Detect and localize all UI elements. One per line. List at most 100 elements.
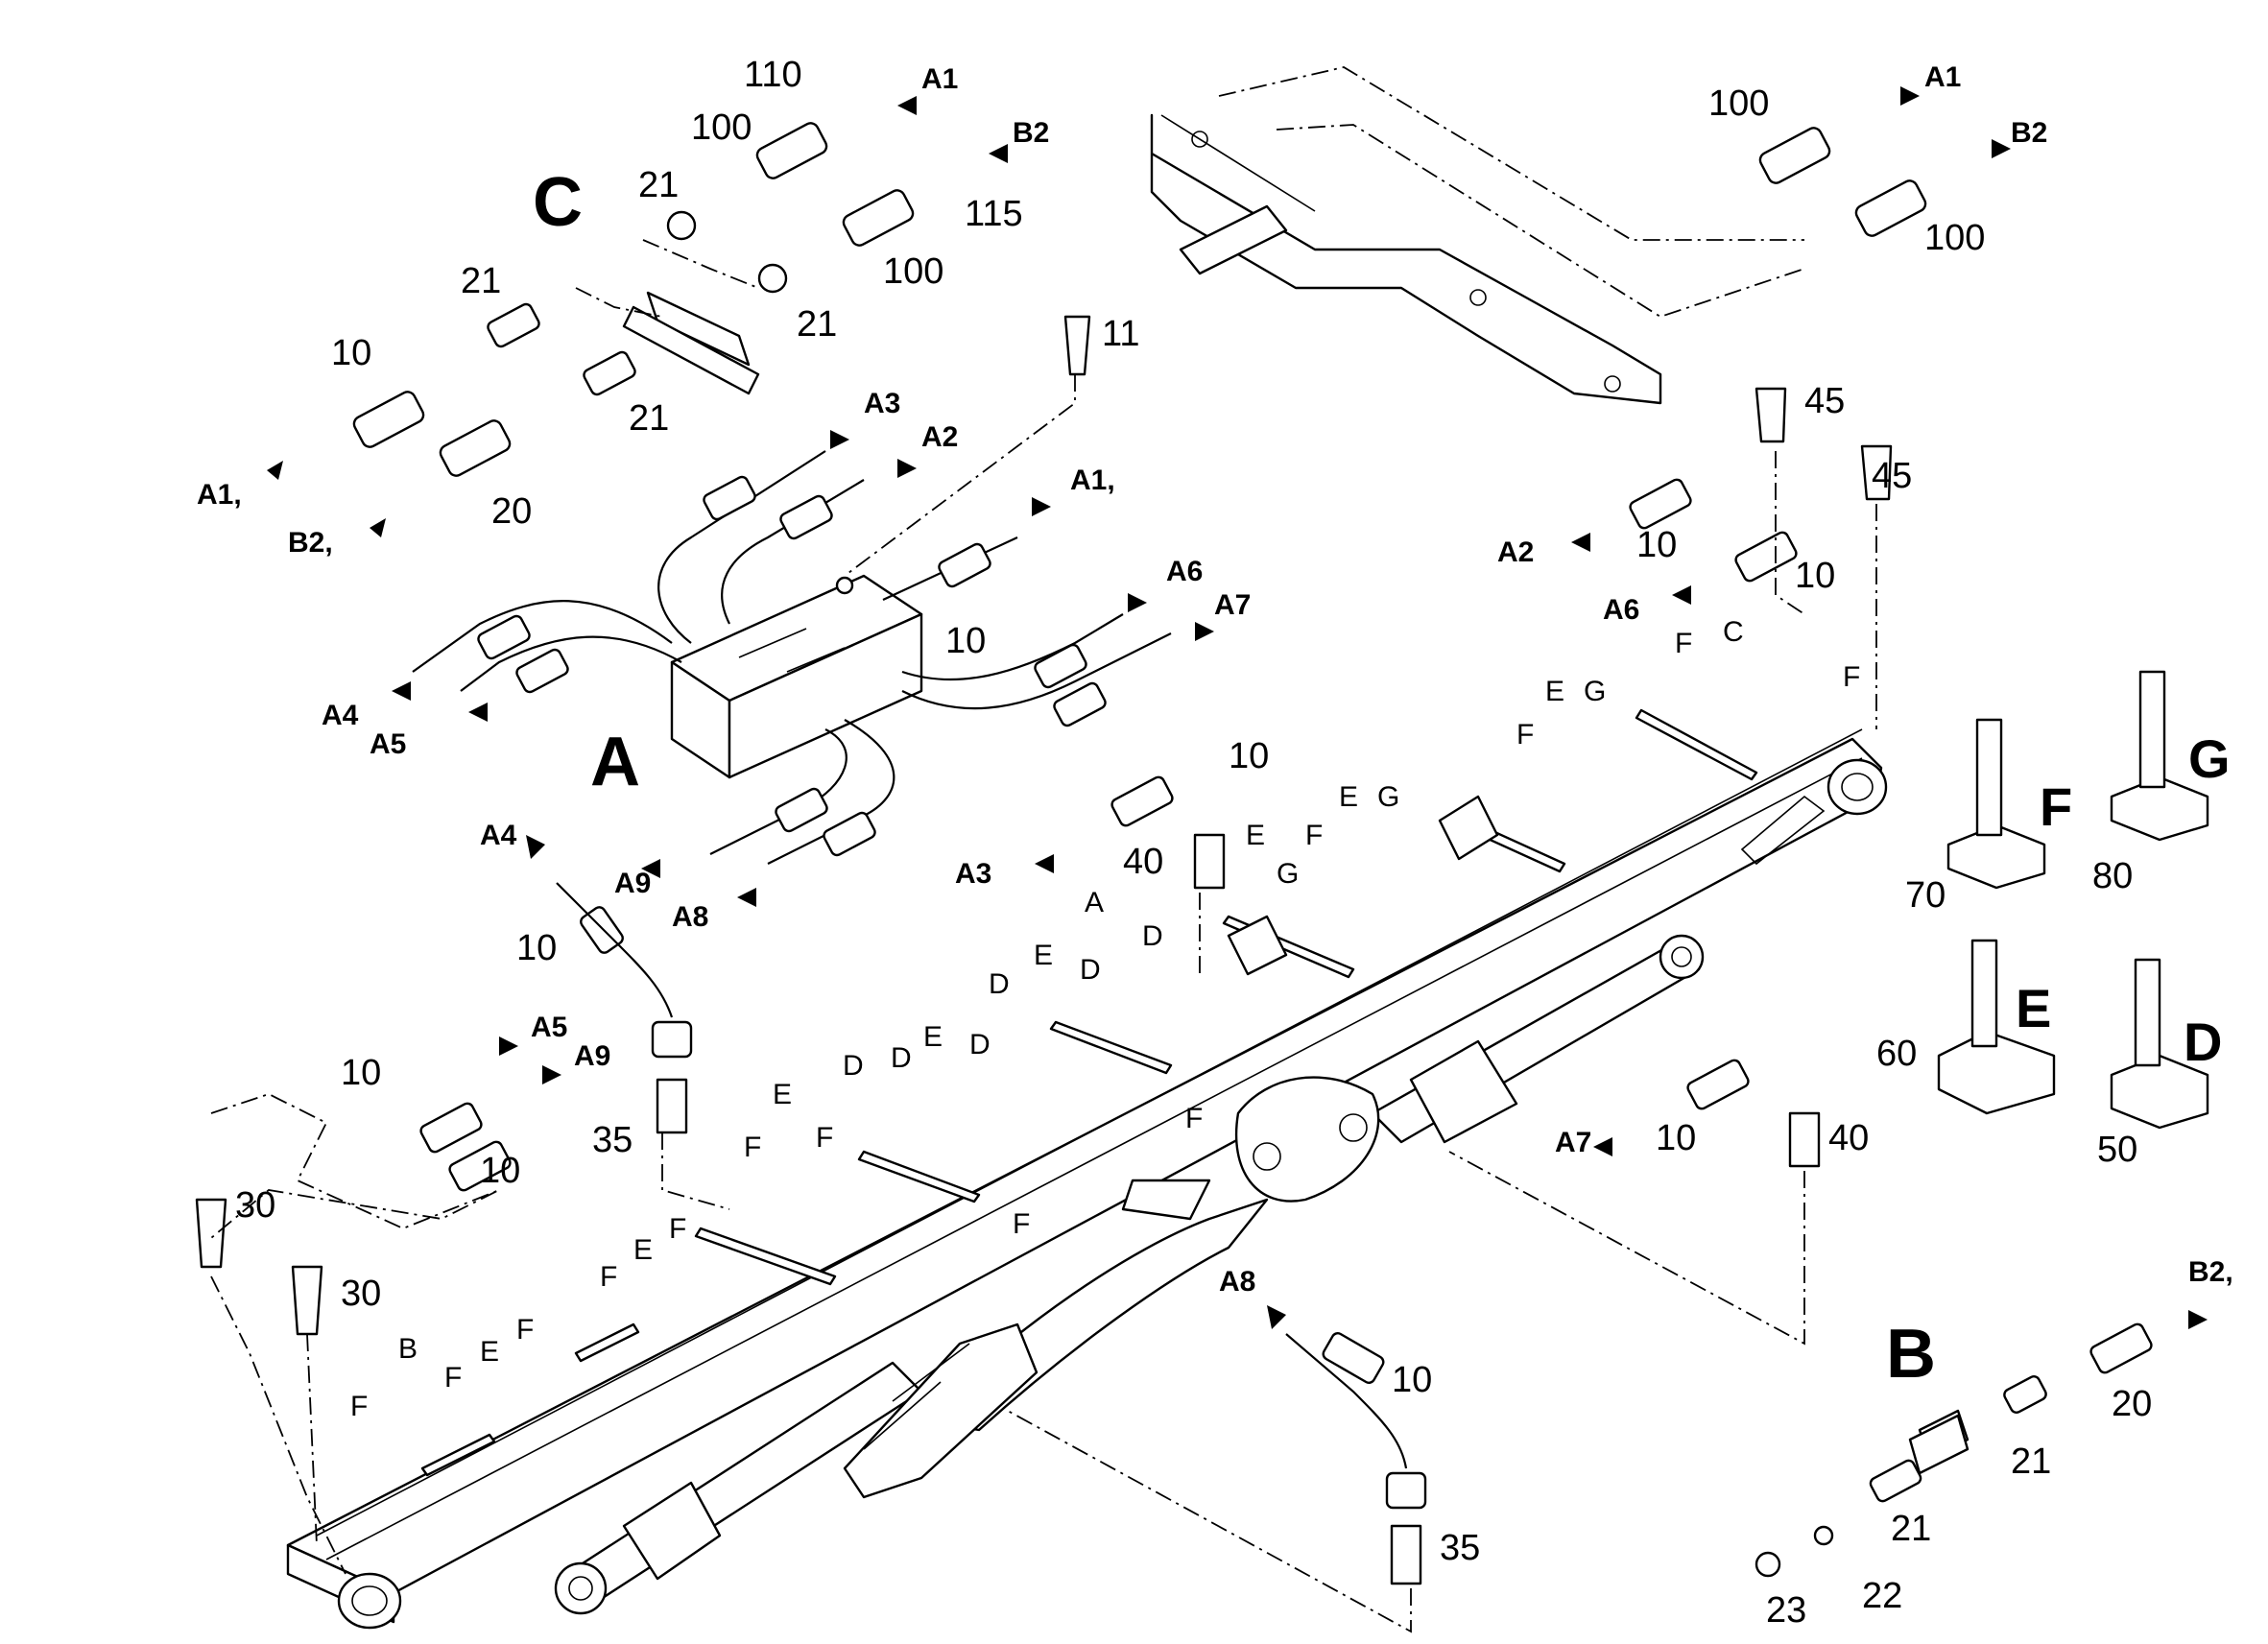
boom-marker: A — [1085, 887, 1104, 918]
boom-marker: D — [969, 1029, 991, 1060]
clamp-number-50: 50 — [2097, 1130, 2137, 1170]
boom-marker: F — [350, 1391, 368, 1422]
part-number: 21 — [797, 304, 837, 345]
port-label: A1, — [1070, 465, 1115, 496]
boom-marker: G — [1377, 781, 1399, 813]
boom-marker: E — [1246, 820, 1265, 851]
port-label: A9 — [614, 868, 651, 899]
port-label: A3 — [864, 388, 900, 419]
part-number: 35 — [1440, 1528, 1480, 1568]
part-number: 10 — [480, 1151, 520, 1191]
port-label: B2, — [2188, 1256, 2233, 1288]
part-number: 21 — [2011, 1441, 2051, 1482]
port-label: A6 — [1166, 556, 1203, 587]
clamp-letter-g: G — [2188, 728, 2231, 789]
port-label: A7 — [1214, 589, 1251, 621]
clamp-details — [1937, 670, 2209, 1130]
port-label: A8 — [672, 901, 708, 933]
part-number: 100 — [883, 251, 943, 292]
boom-marker: D — [1080, 954, 1101, 986]
part-number: 100 — [691, 107, 752, 148]
part-number: 45 — [1872, 456, 1912, 496]
valve-block-a — [670, 574, 923, 779]
port-label: B2 — [1013, 117, 1049, 149]
boom-marker: F — [444, 1362, 462, 1394]
part-number: 21 — [1891, 1509, 1931, 1549]
part-number: 40 — [1123, 842, 1163, 882]
view-label-c: C — [533, 164, 583, 241]
port-label-group: A1 B2 A1, B2, A1 B2 A3 A2 A1, A6 A7 A4 A… — [197, 61, 2233, 1298]
part-number: 100 — [1924, 218, 1985, 258]
port-label: A6 — [1603, 594, 1639, 626]
boom-marker: F — [1516, 719, 1534, 751]
view-label-a: A — [590, 724, 640, 800]
part-number: 20 — [491, 491, 532, 532]
port-label: A1 — [1924, 61, 1961, 93]
hydraulic-cylinder-lower — [554, 1322, 1039, 1615]
part-number: 110 — [744, 55, 802, 95]
boom-marker: D — [843, 1050, 864, 1082]
boom-marker: E — [1034, 940, 1053, 971]
boom-marker: F — [669, 1213, 686, 1245]
part-number: 10 — [1795, 556, 1835, 596]
part-number: 10 — [516, 928, 557, 968]
part-number: 40 — [1828, 1118, 1869, 1158]
part-number: 10 — [341, 1053, 381, 1093]
port-label: A2 — [921, 421, 958, 453]
part-number: 11 — [1102, 314, 1139, 354]
port-label: B2, — [288, 527, 333, 559]
view-label-b: B — [1886, 1316, 1936, 1393]
port-label: A5 — [531, 1012, 567, 1043]
part-number: 10 — [331, 333, 371, 373]
part-number-group: 110 100 115 100 21 21 21 21 10 20 11 100… — [235, 55, 2152, 1631]
part-number: 100 — [1708, 83, 1769, 124]
boom-clamp-bars — [420, 708, 1758, 1477]
boom-marker: G — [1277, 858, 1299, 890]
part-number: 23 — [1766, 1590, 1806, 1631]
boom-marker: E — [1545, 676, 1564, 707]
part-number: 10 — [1392, 1360, 1432, 1400]
boom-marker: F — [516, 1314, 534, 1346]
part-number: 35 — [592, 1120, 633, 1160]
mounting-bracket — [1150, 113, 1662, 405]
part-number: 30 — [235, 1185, 275, 1226]
boom-marker: F — [816, 1122, 833, 1154]
clamp-letter-e: E — [2016, 978, 2051, 1038]
clamp-number-70: 70 — [1905, 875, 1946, 916]
boom-marker: E — [773, 1079, 792, 1110]
boom-marker: E — [923, 1021, 943, 1053]
boom-marker: D — [891, 1042, 912, 1074]
boom-marker: D — [1142, 920, 1163, 952]
boom-arm — [286, 728, 1888, 1630]
part-number: 10 — [945, 621, 986, 661]
port-label: A5 — [370, 728, 406, 760]
boom-marker-group: F B F E F F E F F E F D D E D D E D A D … — [350, 616, 1860, 1422]
part-number: 10 — [1229, 736, 1269, 776]
part-number: 30 — [341, 1274, 381, 1314]
part-number: 115 — [965, 194, 1023, 234]
port-label: A1, — [197, 479, 242, 511]
boom-marker: C — [1723, 616, 1744, 648]
boom-marker: F — [744, 1132, 761, 1163]
boom-marker: F — [1843, 661, 1860, 693]
part-number: 21 — [638, 165, 679, 205]
port-label: A4 — [480, 820, 517, 851]
clamp-letter-f: F — [2040, 776, 2072, 837]
clamp-letter-d: D — [2184, 1012, 2222, 1072]
boom-marker: E — [480, 1336, 499, 1368]
elbow-fittings — [195, 315, 1893, 1585]
part-number: 22 — [1862, 1576, 1902, 1616]
part-number: 10 — [1636, 525, 1677, 565]
boom-marker: E — [1339, 781, 1358, 813]
port-label: A1 — [921, 63, 958, 95]
clamp-number-60: 60 — [1876, 1034, 1917, 1074]
view-c-plate — [622, 305, 1970, 1475]
port-label: A9 — [574, 1040, 610, 1072]
port-label: B2 — [2011, 117, 2047, 149]
port-label: A2 — [1497, 536, 1534, 568]
boom-marker: F — [1185, 1103, 1203, 1134]
port-label: A4 — [322, 700, 359, 731]
boom-marker: F — [1305, 820, 1323, 851]
part-number: 21 — [629, 398, 669, 439]
